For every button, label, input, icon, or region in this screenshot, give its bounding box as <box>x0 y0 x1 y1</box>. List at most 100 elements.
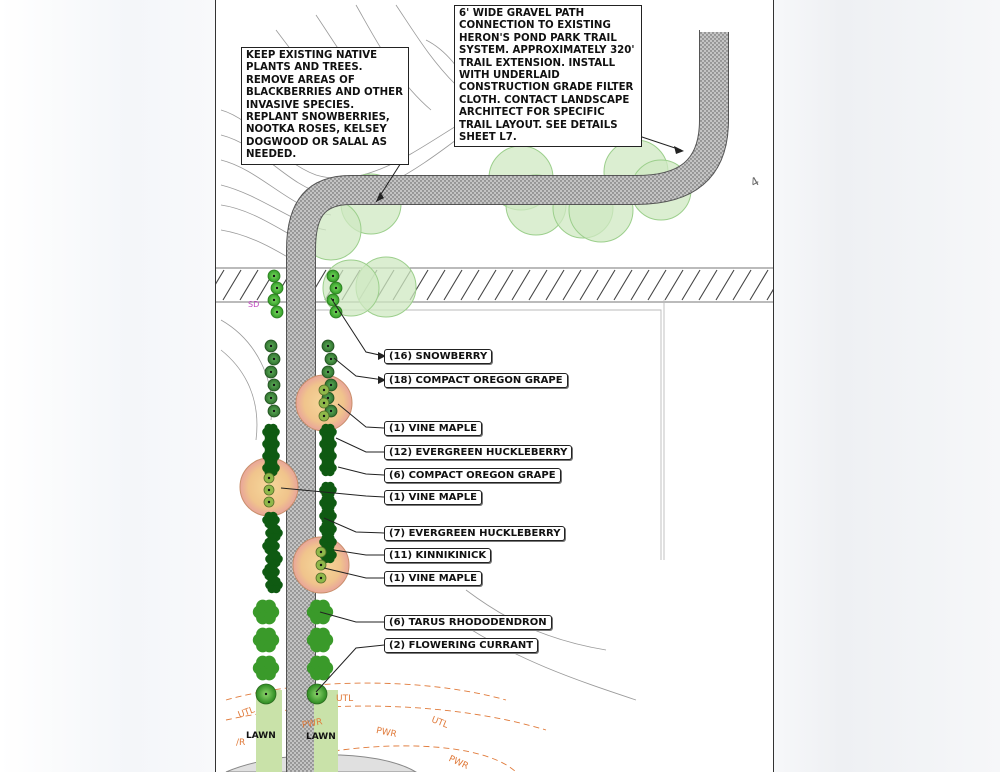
path-end <box>700 28 729 32</box>
hatch-mark <box>239 269 259 301</box>
hatch-mark <box>613 269 633 301</box>
kinnikinick-groundcover-center <box>267 500 271 504</box>
hatch-mark <box>749 269 769 301</box>
right-background <box>772 0 1000 772</box>
huckleberry-shrub-lobe <box>325 435 335 445</box>
huckleberry-shrub-lobe <box>325 459 335 469</box>
site-plan-drawing <box>216 4 773 772</box>
snowberry-shrub-center <box>272 298 276 302</box>
huckleberry-shrub-lobe <box>325 481 335 491</box>
rhododendron-shrub <box>306 627 334 653</box>
huckleberry-shrub-lobe <box>325 520 335 530</box>
oregon-grape-shrub-center <box>329 409 333 413</box>
oregon-grape-shrub-center <box>329 383 333 387</box>
rhododendron-shrub-lobe <box>316 599 330 613</box>
hatch-mark <box>477 269 497 301</box>
plant-label-snowberry: (16) SNOWBERRY <box>384 349 493 364</box>
left-background <box>0 0 215 772</box>
plant-label-compact-oregon-grape: (18) COMPACT OREGON GRAPE <box>384 373 568 388</box>
huckleberry-shrub-lobe <box>325 533 335 543</box>
kinnikinick-groundcover-center <box>267 488 271 492</box>
gravel-path-note: 6' WIDE GRAVEL PATH CONNECTION TO EXISTI… <box>454 5 642 148</box>
snowberry-shrub-center <box>272 274 276 278</box>
huckleberry-shrub-lobe <box>268 423 278 433</box>
utility-label: /R <box>236 738 246 748</box>
hatch-mark <box>698 269 718 301</box>
rhododendron-shrub <box>306 599 334 625</box>
oregon-grape-shrub-center <box>272 357 276 361</box>
oregon-grape-shrub-center <box>269 370 273 374</box>
sd-line-label: SD <box>248 300 260 309</box>
plant-label-flowering-currant: (2) FLOWERING CURRANT <box>384 638 539 653</box>
rhododendron-shrub-lobe <box>316 655 330 669</box>
kinnikinick-groundcover-center <box>319 550 323 554</box>
huckleberry-shrub <box>265 576 283 594</box>
huckleberry-shrub-lobe <box>325 546 335 556</box>
hatch-mark <box>732 269 752 301</box>
huckleberry-shrub <box>265 524 283 542</box>
snowberry-shrub-center <box>331 274 335 278</box>
oregon-grape-shrub-center <box>272 409 276 413</box>
huckleberry-shrub-lobe <box>271 576 281 586</box>
kinnikinick-groundcover-center <box>319 576 323 580</box>
plant-label-tarus-rhododendron: (6) TARUS RHODODENDRON <box>384 615 552 630</box>
rhododendron-shrub-lobe <box>262 599 276 613</box>
rhododendron-shrub <box>306 655 334 681</box>
huckleberry-shrub <box>319 423 337 441</box>
oregon-grape-shrub-center <box>329 357 333 361</box>
hatch-mark <box>511 269 531 301</box>
hatch-mark <box>528 269 548 301</box>
hatch-mark <box>216 269 225 285</box>
huckleberry-shrub-lobe <box>325 423 335 433</box>
hatch-mark <box>562 269 582 301</box>
hatch-mark <box>494 269 514 301</box>
oregon-grape-shrub-center <box>269 396 273 400</box>
flowering-currant-shrub-center <box>315 692 319 696</box>
hatch-mark <box>222 269 242 301</box>
kinnikinick-groundcover-center <box>322 401 326 405</box>
snowberry-shrub-center <box>334 310 338 314</box>
hatch-mark <box>426 269 446 301</box>
huckleberry-shrub-lobe <box>268 563 278 573</box>
hatch-mark <box>647 269 667 301</box>
huckleberry-shrub <box>262 511 280 529</box>
hatch-mark <box>443 269 463 301</box>
plant-label-kinnikinick: (11) KINNIKINICK <box>384 548 492 563</box>
huckleberry-shrub-lobe <box>325 494 335 504</box>
tree-canopies <box>300 139 692 318</box>
landscape-plan-sheet: SD 4 LAWN LAWN UTL UTL UTL PWR PWR PWR /… <box>215 0 774 772</box>
snowberry-shrub-center <box>275 286 279 290</box>
utility-label: UTL <box>336 694 354 704</box>
huckleberry-shrub <box>265 550 283 568</box>
plant-label-vine-maple: (1) VINE MAPLE <box>384 571 482 586</box>
plant-rows <box>252 269 343 705</box>
plant-label-compact-oregon-grape: (6) COMPACT OREGON GRAPE <box>384 468 561 483</box>
flowering-currant-shrub-center <box>264 692 268 696</box>
plant-label-vine-maple: (1) VINE MAPLE <box>384 421 482 436</box>
huckleberry-shrub-lobe <box>271 524 281 534</box>
hatch-mark <box>715 269 735 301</box>
rhododendron-shrub-lobe <box>316 627 330 641</box>
rhododendron-shrub <box>252 627 280 653</box>
oregon-grape-shrub-center <box>326 370 330 374</box>
plant-label-vine-maple: (1) VINE MAPLE <box>384 490 482 505</box>
oregon-grape-shrub-center <box>326 344 330 348</box>
huckleberry-shrub-lobe <box>325 507 335 517</box>
hatch-mark <box>630 269 650 301</box>
huckleberry-shrub <box>319 494 337 512</box>
huckleberry-shrub-lobe <box>268 447 278 457</box>
oregon-grape-shrub-center <box>272 383 276 387</box>
kinnikinick-groundcover-center <box>322 388 326 392</box>
huckleberry-shrub-lobe <box>268 459 278 469</box>
huckleberry-shrub-lobe <box>268 511 278 521</box>
snowberry-shrub-center <box>334 286 338 290</box>
plant-label-evergreen-huckleberry: (12) EVERGREEN HUCKLEBERRY <box>384 445 573 460</box>
hatch-mark <box>579 269 599 301</box>
hatch-mark <box>545 269 565 301</box>
native-plants-note: KEEP EXISTING NATIVE PLANTS AND TREES. R… <box>241 47 409 165</box>
plant-label-evergreen-huckleberry: (7) EVERGREEN HUCKLEBERRY <box>384 526 566 541</box>
huckleberry-shrub-lobe <box>268 435 278 445</box>
hatch-mark <box>596 269 616 301</box>
hatch-mark <box>460 269 480 301</box>
rhododendron-shrub <box>252 655 280 681</box>
